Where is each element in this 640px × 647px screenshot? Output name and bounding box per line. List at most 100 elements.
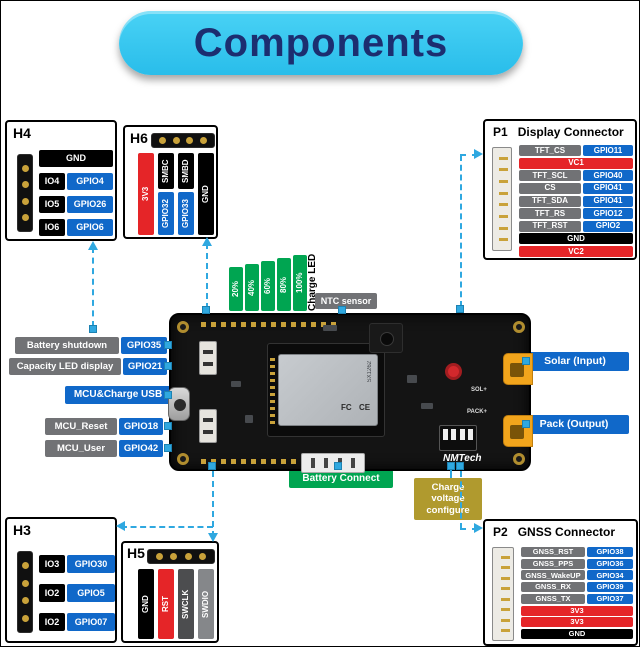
charge-level-80: 80% — [277, 258, 291, 311]
connection-marker — [164, 391, 172, 399]
pin-header-icon — [17, 154, 33, 232]
pin-label: TFT_RS — [519, 208, 581, 220]
pin-label: IO5 — [39, 196, 65, 213]
pin-row: IO2 GPIO07 — [39, 613, 115, 631]
pin-strip: RST — [158, 569, 174, 639]
mcu-user-label: MCU_User — [45, 440, 117, 457]
pin-row: IO5 GPIO26 — [39, 196, 113, 213]
p2-name: P2 — [493, 525, 508, 539]
smd-component — [245, 415, 253, 423]
jst-connector-icon — [492, 547, 514, 641]
pin-strip: SMBC GPIO32 — [158, 153, 174, 235]
pin-label: GNSS_RX — [521, 582, 585, 593]
p2-title: P2 GNSS Connector — [493, 525, 615, 539]
pack-output-label: Pack (Output) — [519, 415, 629, 434]
pin-strip: GND — [138, 569, 154, 639]
arrow-left-icon — [116, 521, 125, 531]
pin-row: CS GPIO41 — [519, 182, 633, 194]
mounting-hole — [177, 321, 189, 333]
pin-header-icon — [17, 551, 33, 633]
gpio-chip: GPIO2 — [583, 220, 633, 232]
connector-line-p1-h — [460, 154, 478, 156]
pin-strip: SWCLK — [178, 569, 194, 639]
h3-title: H3 — [13, 522, 31, 538]
pinout-box-h4: H4 GND IO4 GPIO4 IO5 GPIO26 IO6 GPIO6 — [5, 120, 117, 241]
arrow-right-icon — [474, 523, 483, 533]
pinout-box-p2: P2 GNSS Connector GNSS_RST GPIO38 GNSS_P… — [483, 519, 638, 646]
h4-rows: GND IO4 GPIO4 IO5 GPIO26 IO6 GPIO6 — [39, 150, 113, 236]
gpio-chip: GPIO39 — [587, 582, 633, 593]
connector-line-h4 — [92, 247, 94, 327]
connector-line-cfg — [450, 470, 452, 478]
pinout-box-h5: H5 GND RST SWCLK SWDIO — [121, 541, 219, 643]
pin-label: IO6 — [39, 219, 65, 236]
connection-marker — [208, 462, 216, 470]
pin-row: IO4 GPIO4 — [39, 173, 113, 190]
pcb-board: FC CE SX1262 SOL+ PACK+ NMTech — [168, 313, 533, 473]
antenna-trace — [270, 356, 275, 424]
pin-label: SMBC — [158, 153, 174, 189]
arrow-down-icon — [208, 533, 218, 542]
connection-marker — [164, 362, 172, 370]
pin-label: IO3 — [39, 555, 65, 573]
connection-marker — [164, 341, 172, 349]
pin-label: GNSS_TX — [521, 593, 585, 604]
p2-rows: GNSS_RST GPIO38 GNSS_PPS GPIO36 GNSS_Wak… — [521, 547, 633, 639]
pin-row: IO6 GPIO6 — [39, 219, 113, 236]
pin-label: IO2 — [39, 584, 65, 602]
jst-socket — [199, 409, 217, 443]
capacity-led-label: Capacity LED display — [9, 358, 121, 375]
fcc-mark: FC — [341, 403, 352, 412]
gpio-chip: GPIO30 — [67, 555, 115, 573]
gpio-chip: GPIO26 — [67, 196, 113, 213]
p1-subtitle: Display Connector — [517, 125, 624, 139]
pin-row: GND — [39, 150, 113, 167]
connector-line-h6 — [206, 243, 208, 309]
usb-label: MCU&Charge USB — [65, 386, 171, 404]
buzzer-component — [369, 323, 403, 353]
gpio-chip: GPIO36 — [587, 558, 633, 569]
gpio-chip: GPIO38 — [587, 547, 633, 557]
charge-level-40: 40% — [245, 264, 259, 311]
arrow-up-icon — [202, 237, 212, 246]
gpio-chip: GPIO33 — [178, 192, 194, 235]
usb-c-connector — [168, 387, 190, 421]
connector-line-p2-v — [460, 471, 462, 529]
h3-rows: IO3 GPIO30 IO2 GPIO5 IO2 GPIO07 — [39, 555, 115, 631]
red-button — [445, 363, 462, 380]
gpio-chip: GPIO11 — [583, 145, 633, 156]
connection-marker — [456, 305, 464, 313]
sol-silkscreen: SOL+ — [471, 387, 487, 393]
pack-silkscreen: PACK+ — [467, 409, 488, 415]
pin-row: VC1 — [519, 157, 633, 169]
gpio-chip: GPIO32 — [158, 192, 174, 235]
pin-label: IO4 — [39, 173, 65, 190]
h4-title: H4 — [13, 125, 31, 141]
pin-row: TFT_RS GPIO12 — [519, 208, 633, 220]
gpio-chip: GPIO35 — [121, 337, 167, 354]
title-banner: Components — [119, 11, 523, 75]
pin-header-icon — [151, 133, 215, 148]
connection-marker — [522, 420, 530, 428]
pin-header-icon — [147, 549, 215, 564]
jst-connector-icon — [492, 147, 512, 251]
mcu-reset-label: MCU_Reset — [45, 418, 117, 435]
pin-strip: SWDIO — [198, 569, 214, 639]
header-pads-bottom — [201, 459, 341, 464]
pin-label: GNSS_RST — [521, 547, 585, 557]
gpio-chip: GPIO21 — [123, 358, 167, 375]
pin-label: GNSS_WakeUP — [521, 570, 585, 581]
gpio-chip: GPIO18 — [119, 418, 163, 435]
gpio-chip: GPIO34 — [587, 570, 633, 581]
power-label: 3V3 — [521, 605, 633, 616]
pin-label: GND — [39, 150, 113, 167]
pinout-box-p1: P1 Display Connector TFT_CS GPIO11 VC1 T… — [483, 119, 637, 260]
gpio-chip: GPIO41 — [583, 182, 633, 194]
pin-strip: SMBD GPIO33 — [178, 153, 194, 235]
pin-row: TFT_SCL GPIO40 — [519, 170, 633, 182]
connection-marker — [522, 357, 530, 365]
pin-label: TFT_CS — [519, 145, 581, 156]
charge-voltage-configure-label: Charge voltage configure — [414, 478, 482, 520]
gpio-chip: GPIO12 — [583, 208, 633, 220]
connection-marker — [202, 306, 210, 314]
